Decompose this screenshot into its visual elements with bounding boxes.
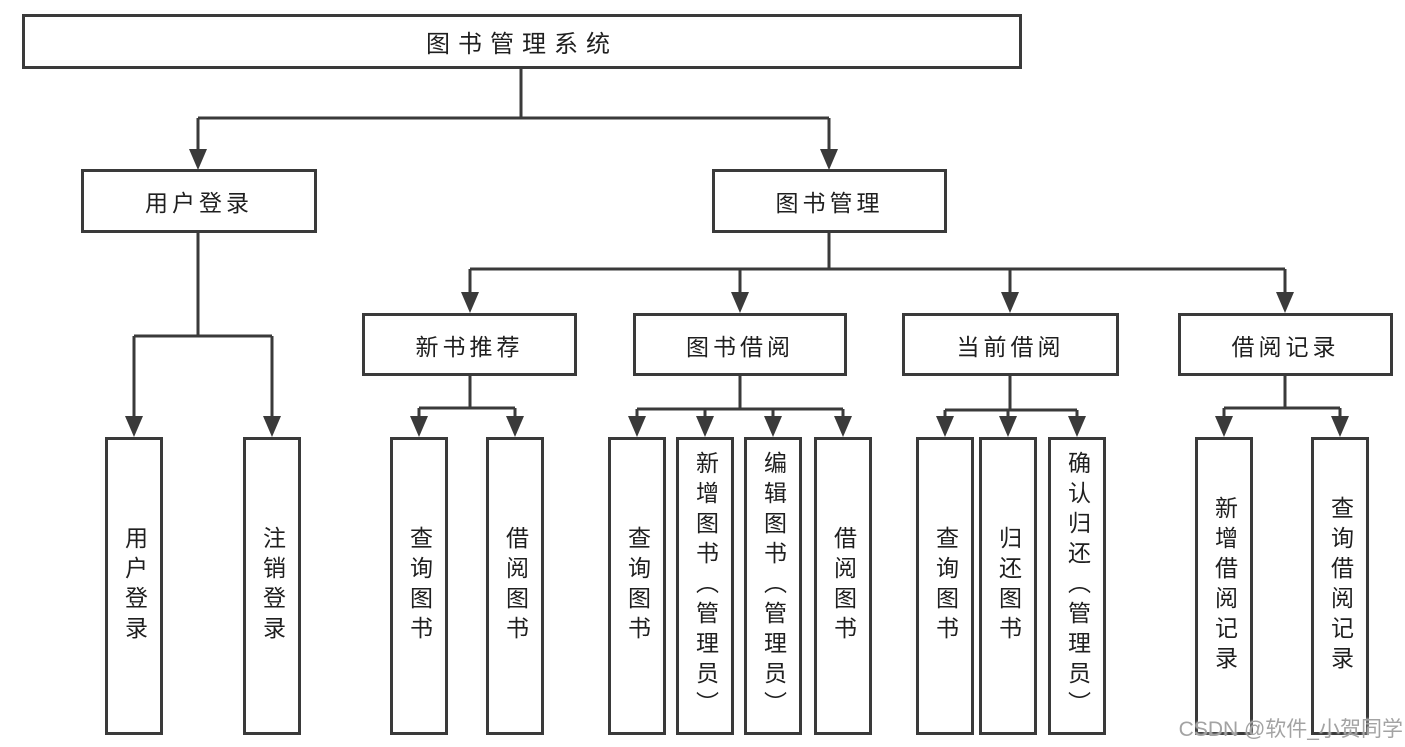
arrowhead-icon [410,416,428,437]
connector-borrow-records-to-leaves [1215,376,1349,437]
node-label: 归还图书 [995,526,1022,646]
connector-book-borrow-to-leaves [628,376,852,437]
node-book-management: 图书管理 [712,169,947,233]
node-label: 图书借阅 [686,333,794,360]
node-label: 查询图书 [932,526,959,646]
node-library-management-system: 图书管理系统 [22,14,1022,69]
arrowhead-icon [125,416,143,437]
node-leaf-user-login: 用户登录 [105,437,163,735]
node-user-login: 用户登录 [81,169,317,233]
node-label: 用户登录 [145,190,253,216]
node-leaf-logout: 注销登录 [243,437,301,735]
connector-new-book-rec-to-leaves [410,376,524,437]
node-label: 编辑图书（管理员） [760,451,787,721]
arrowhead-icon [1331,416,1349,437]
arrowhead-icon [628,416,646,437]
connector-current-borrow-to-leaves [936,376,1086,437]
node-label: 图书管理 [775,190,884,216]
node-label: 新书推荐 [415,333,524,360]
node-label: 借阅图书 [502,526,529,646]
arrowhead-icon [696,416,714,437]
node-leaf-add-books-admin: 新增图书（管理员） [676,437,734,735]
node-label: 用户登录 [121,526,148,646]
connector-user-login-to-leaves [125,233,281,437]
connector-root-to-level1 [189,69,838,170]
node-book-borrow: 图书借阅 [633,313,847,376]
node-leaf-query-books-2: 查询图书 [608,437,666,735]
arrowhead-icon [820,149,838,170]
node-borrow-records: 借阅记录 [1178,313,1393,376]
node-leaf-borrow-books-2: 借阅图书 [814,437,872,735]
node-leaf-query-books-3: 查询图书 [916,437,974,735]
node-label: 确认归还（管理员） [1064,451,1091,721]
node-current-borrow: 当前借阅 [902,313,1119,376]
node-new-book-recommend: 新书推荐 [362,313,577,376]
arrowhead-icon [461,292,479,313]
arrowhead-icon [936,416,954,437]
node-label: 注销登录 [259,526,286,646]
arrowhead-icon [834,416,852,437]
arrowhead-icon [506,416,524,437]
node-label: 借阅图书 [830,526,857,646]
arrowhead-icon [1215,416,1233,437]
node-leaf-confirm-return-admin: 确认归还（管理员） [1048,437,1106,735]
node-label: 查询图书 [624,526,651,646]
node-leaf-add-borrow-record: 新增借阅记录 [1195,437,1253,735]
arrowhead-icon [1001,292,1019,313]
node-leaf-borrow-books-1: 借阅图书 [486,437,544,735]
csdn-watermark: CSDN @软件_小贺同学 [1178,718,1403,741]
arrowhead-icon [731,292,749,313]
arrowhead-icon [999,416,1017,437]
arrowhead-icon [263,416,281,437]
node-label: 新增图书（管理员） [692,451,719,721]
node-leaf-query-books-1: 查询图书 [390,437,448,735]
node-leaf-edit-books-admin: 编辑图书（管理员） [744,437,802,735]
connector-book-mgmt-to-level2 [461,233,1294,313]
node-label: 当前借阅 [956,333,1065,360]
node-label: 借阅记录 [1231,333,1340,360]
arrowhead-icon [764,416,782,437]
node-label: 查询图书 [406,526,433,646]
arrowhead-icon [189,149,207,170]
node-label: 图书管理系统 [426,31,618,58]
node-leaf-query-borrow-record: 查询借阅记录 [1311,437,1369,735]
arrowhead-icon [1068,416,1086,437]
node-leaf-return-books: 归还图书 [979,437,1037,735]
arrowhead-icon [1276,292,1294,313]
node-label: 新增借阅记录 [1211,496,1238,676]
node-label: 查询借阅记录 [1327,496,1354,676]
